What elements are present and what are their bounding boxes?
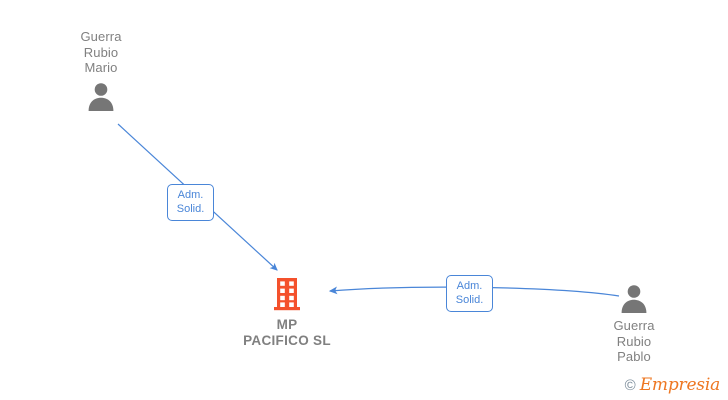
watermark-brand: Empresia — [639, 375, 720, 395]
edge-label-adm-solid-mario[interactable]: Adm. Solid. — [167, 184, 214, 221]
node-company-mp-pacifico-sl[interactable]: MP PACIFICO SL — [217, 277, 357, 349]
person-icon — [88, 82, 114, 111]
node-person-guerra-rubio-mario[interactable]: Guerra Rubio Mario — [31, 29, 171, 111]
watermark: © Empresia — [624, 375, 721, 395]
node-label-company-name: MP PACIFICO SL — [243, 317, 331, 348]
copyright-icon: © — [624, 377, 636, 394]
node-person-guerra-rubio-pablo[interactable]: Guerra Rubio Pablo — [564, 283, 704, 365]
person-icon — [621, 285, 647, 313]
node-label-person-mario: Guerra Rubio Mario — [80, 29, 122, 75]
node-label-person-pablo: Guerra Rubio Pablo — [613, 318, 655, 364]
edge-label-adm-solid-pablo[interactable]: Adm. Solid. — [446, 275, 493, 312]
building-icon — [274, 278, 300, 311]
